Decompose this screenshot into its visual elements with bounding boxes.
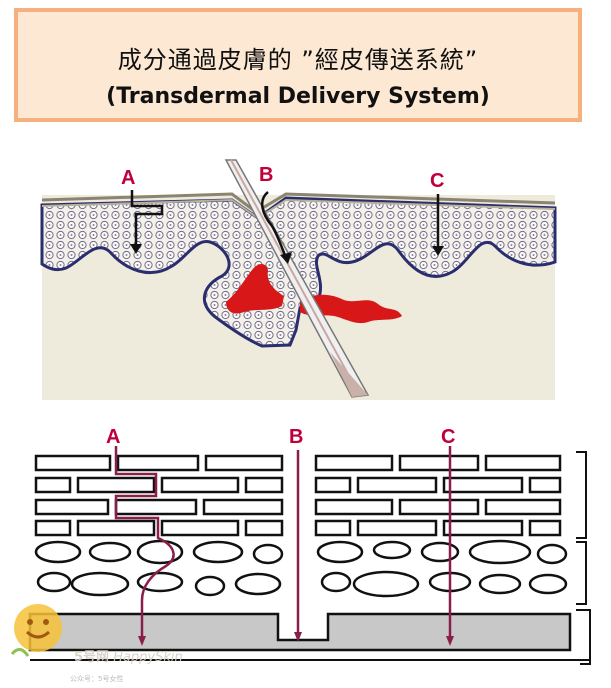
watermark-brand: HappySkin <box>113 650 183 665</box>
path-c-line <box>446 446 454 646</box>
arrow-down-icon <box>280 252 292 264</box>
bottom-label-a: A <box>106 426 120 448</box>
corneocyte-bricks <box>34 454 562 537</box>
path-a-line <box>114 446 175 646</box>
viable-cells <box>34 539 568 598</box>
needle-icon <box>224 159 370 398</box>
arrow-down-icon <box>446 636 454 646</box>
bracket-stratum-corneum <box>576 451 587 539</box>
watermark-subtitle: 公众号：5号女性 <box>70 675 124 683</box>
top-label-b: B <box>259 164 273 186</box>
path-b-arrow <box>260 191 292 264</box>
bottom-label-b: B <box>289 426 303 448</box>
basal-layer <box>28 612 572 652</box>
watermark-site: 5号网 <box>74 650 110 665</box>
path-b-line <box>294 450 302 642</box>
bracket-epidermis <box>576 541 587 605</box>
arrow-down-icon <box>432 246 444 256</box>
path-a-arrow <box>130 190 164 254</box>
skin-cross-section: A B C <box>40 159 557 400</box>
bottom-label-c: C <box>441 426 455 448</box>
title-chinese: 成分通過皮膚的 ”經皮傳送系統” <box>117 46 479 74</box>
arrow-down-icon <box>130 244 142 254</box>
title-english: (Transdermal Delivery System) <box>106 84 490 109</box>
brick-and-mortar-model: A B C <box>28 426 591 665</box>
title-box: 成分通過皮膚的 ”經皮傳送系統” (Transdermal Delivery S… <box>14 8 582 122</box>
watermark-text: 5号网 HappySkin <box>74 646 183 665</box>
blood-vessel-right <box>300 294 402 324</box>
smiley-logo-icon <box>10 604 62 657</box>
bracket-dermis <box>576 609 591 665</box>
path-c-arrow <box>432 194 444 256</box>
blood-vessel-left <box>226 264 284 314</box>
arrow-down-icon <box>138 636 146 646</box>
arrow-down-icon <box>294 632 302 642</box>
top-label-a: A <box>121 167 135 189</box>
top-label-c: C <box>430 170 444 192</box>
